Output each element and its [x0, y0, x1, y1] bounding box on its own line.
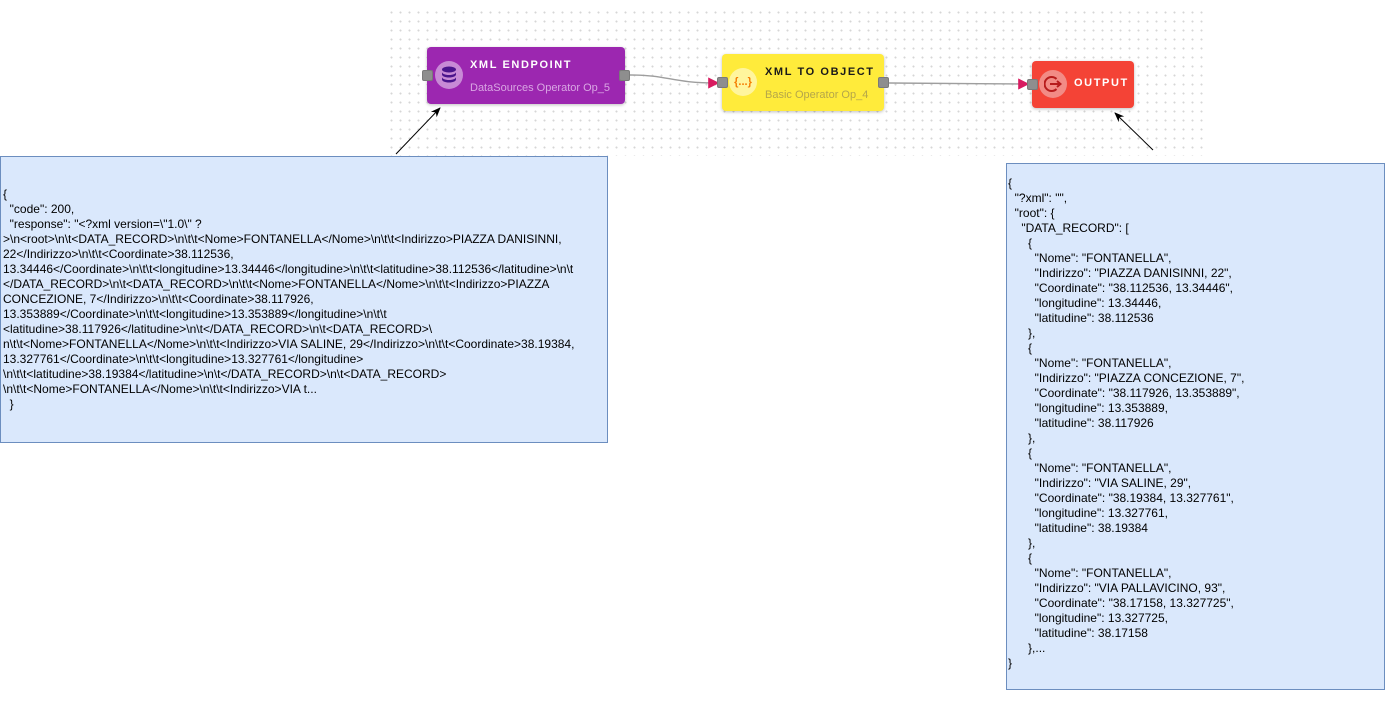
note-endpoint-response: { "code": 200, "response": "<?xml versio… [0, 156, 608, 443]
curly-braces-icon: {...} [729, 68, 757, 96]
node-title: OUTPUT [1074, 77, 1129, 89]
note-output-result: { "?xml": "", "root": { "DATA_RECORD": [… [1006, 163, 1385, 690]
input-port[interactable] [717, 77, 728, 88]
node-title: XML ENDPOINT [470, 59, 573, 71]
node-subtitle: DataSources Operator Op_5 [470, 82, 611, 94]
node-output[interactable]: OUTPUT [1027, 61, 1134, 108]
output-port[interactable] [878, 77, 889, 88]
node-title: XML TO OBJECT [765, 66, 875, 78]
output-port[interactable] [619, 70, 630, 81]
node-xml-to-object[interactable]: {...} XML TO OBJECT Basic Operator Op_4 [717, 54, 889, 111]
output-exit-icon [1039, 70, 1067, 98]
database-icon [435, 61, 463, 89]
node-xml-endpoint[interactable]: XML ENDPOINT DataSources Operator Op_5 [422, 47, 630, 104]
input-port[interactable] [422, 70, 433, 81]
node-subtitle: Basic Operator Op_4 [765, 89, 869, 101]
input-port[interactable] [1027, 79, 1038, 90]
